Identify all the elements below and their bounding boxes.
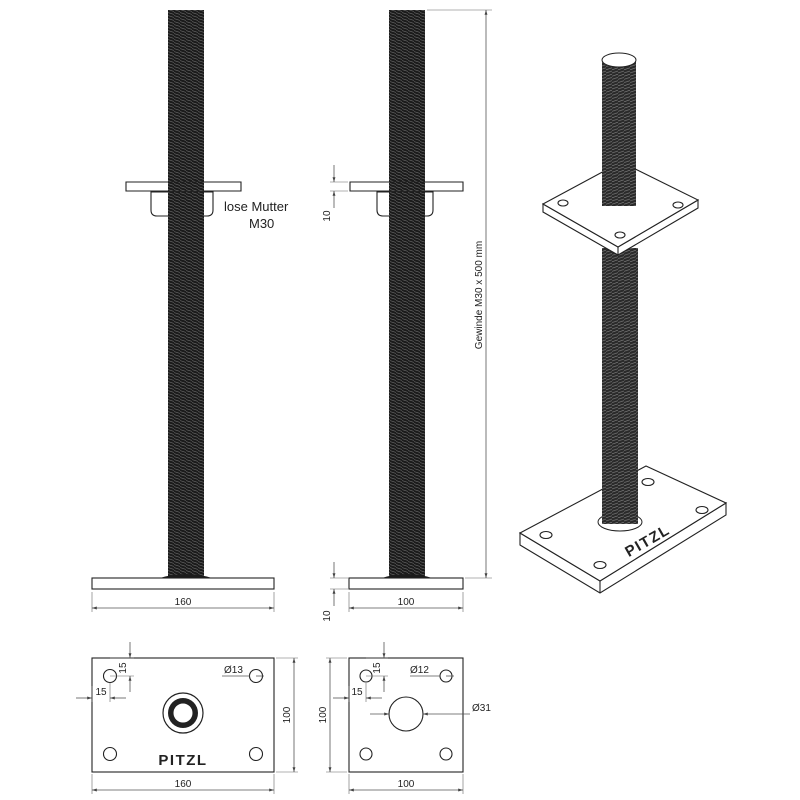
- offset-x-dimension-text: 15: [95, 687, 107, 698]
- iso-base-hole: [593, 560, 607, 570]
- loose-nut-label-line2: M30: [249, 216, 274, 231]
- iso-base-hole: [695, 505, 709, 515]
- iso-base-hole: [641, 477, 655, 487]
- width-dimension-text: 160: [175, 597, 192, 608]
- height-dimension-text: 100: [282, 706, 293, 723]
- thread-length-dimension-text: Gewinde M30 x 500 mm: [474, 241, 485, 349]
- width-dimension-text: 100: [398, 779, 415, 790]
- hole-diameter-text: Ø13: [224, 665, 243, 676]
- iso-rod-lower: [602, 248, 638, 524]
- threaded-rod: [168, 10, 204, 580]
- upper-plate-rod-section: [389, 182, 425, 191]
- iso-upper-hole: [672, 201, 684, 209]
- threaded-rod: [389, 10, 425, 580]
- loose-nut-rod-section: [168, 192, 204, 216]
- mounting-hole: [439, 747, 453, 761]
- isometric-view: PITZL: [518, 52, 728, 594]
- hole-diameter-text: Ø12: [410, 665, 429, 676]
- weld-seam: [160, 574, 212, 578]
- width-dimension-text: 160: [175, 779, 192, 790]
- iso-upper-hole: [614, 231, 626, 239]
- upper-plate-rod-section: [168, 182, 204, 191]
- loose-nut-label-line1: lose Mutter: [224, 199, 289, 214]
- plate-thickness-dimension-text: 10: [322, 610, 333, 622]
- top-view-left: PITZL 15 15 Ø13 100 160: [76, 642, 298, 794]
- iso-rod-upper: [602, 60, 636, 206]
- front-view-right: 10 10 100 Gewinde M30 x 500 mm: [322, 9, 492, 622]
- nut-height-dimension-text: 10: [322, 210, 333, 222]
- weld-seam: [382, 574, 432, 578]
- offset-y-dimension-text: 15: [372, 662, 383, 674]
- base-plate-top-view: [91, 657, 275, 773]
- nut-rod-section: [389, 192, 425, 216]
- base-plate: [348, 577, 464, 590]
- front-view-left: lose Mutter M30 160: [91, 10, 289, 612]
- base-plate: [91, 577, 275, 590]
- center-hole-diameter-text: Ø31: [472, 703, 491, 714]
- iso-upper-hole: [557, 199, 569, 207]
- width-dimension-text: 100: [398, 597, 415, 608]
- brand-text: PITZL: [158, 752, 207, 769]
- height-dimension-text: 100: [318, 706, 329, 723]
- top-view-right: 15 15 Ø12 Ø31 100 100: [318, 642, 491, 794]
- center-hole: [388, 696, 424, 732]
- offset-y-dimension-text: 15: [118, 662, 129, 674]
- mounting-hole: [359, 747, 373, 761]
- iso-base-hole: [539, 530, 553, 540]
- mounting-hole: [248, 746, 264, 762]
- rod-core: [172, 702, 194, 724]
- mounting-hole: [102, 746, 118, 762]
- offset-x-dimension-text: 15: [351, 687, 363, 698]
- iso-rod-end: [601, 52, 637, 68]
